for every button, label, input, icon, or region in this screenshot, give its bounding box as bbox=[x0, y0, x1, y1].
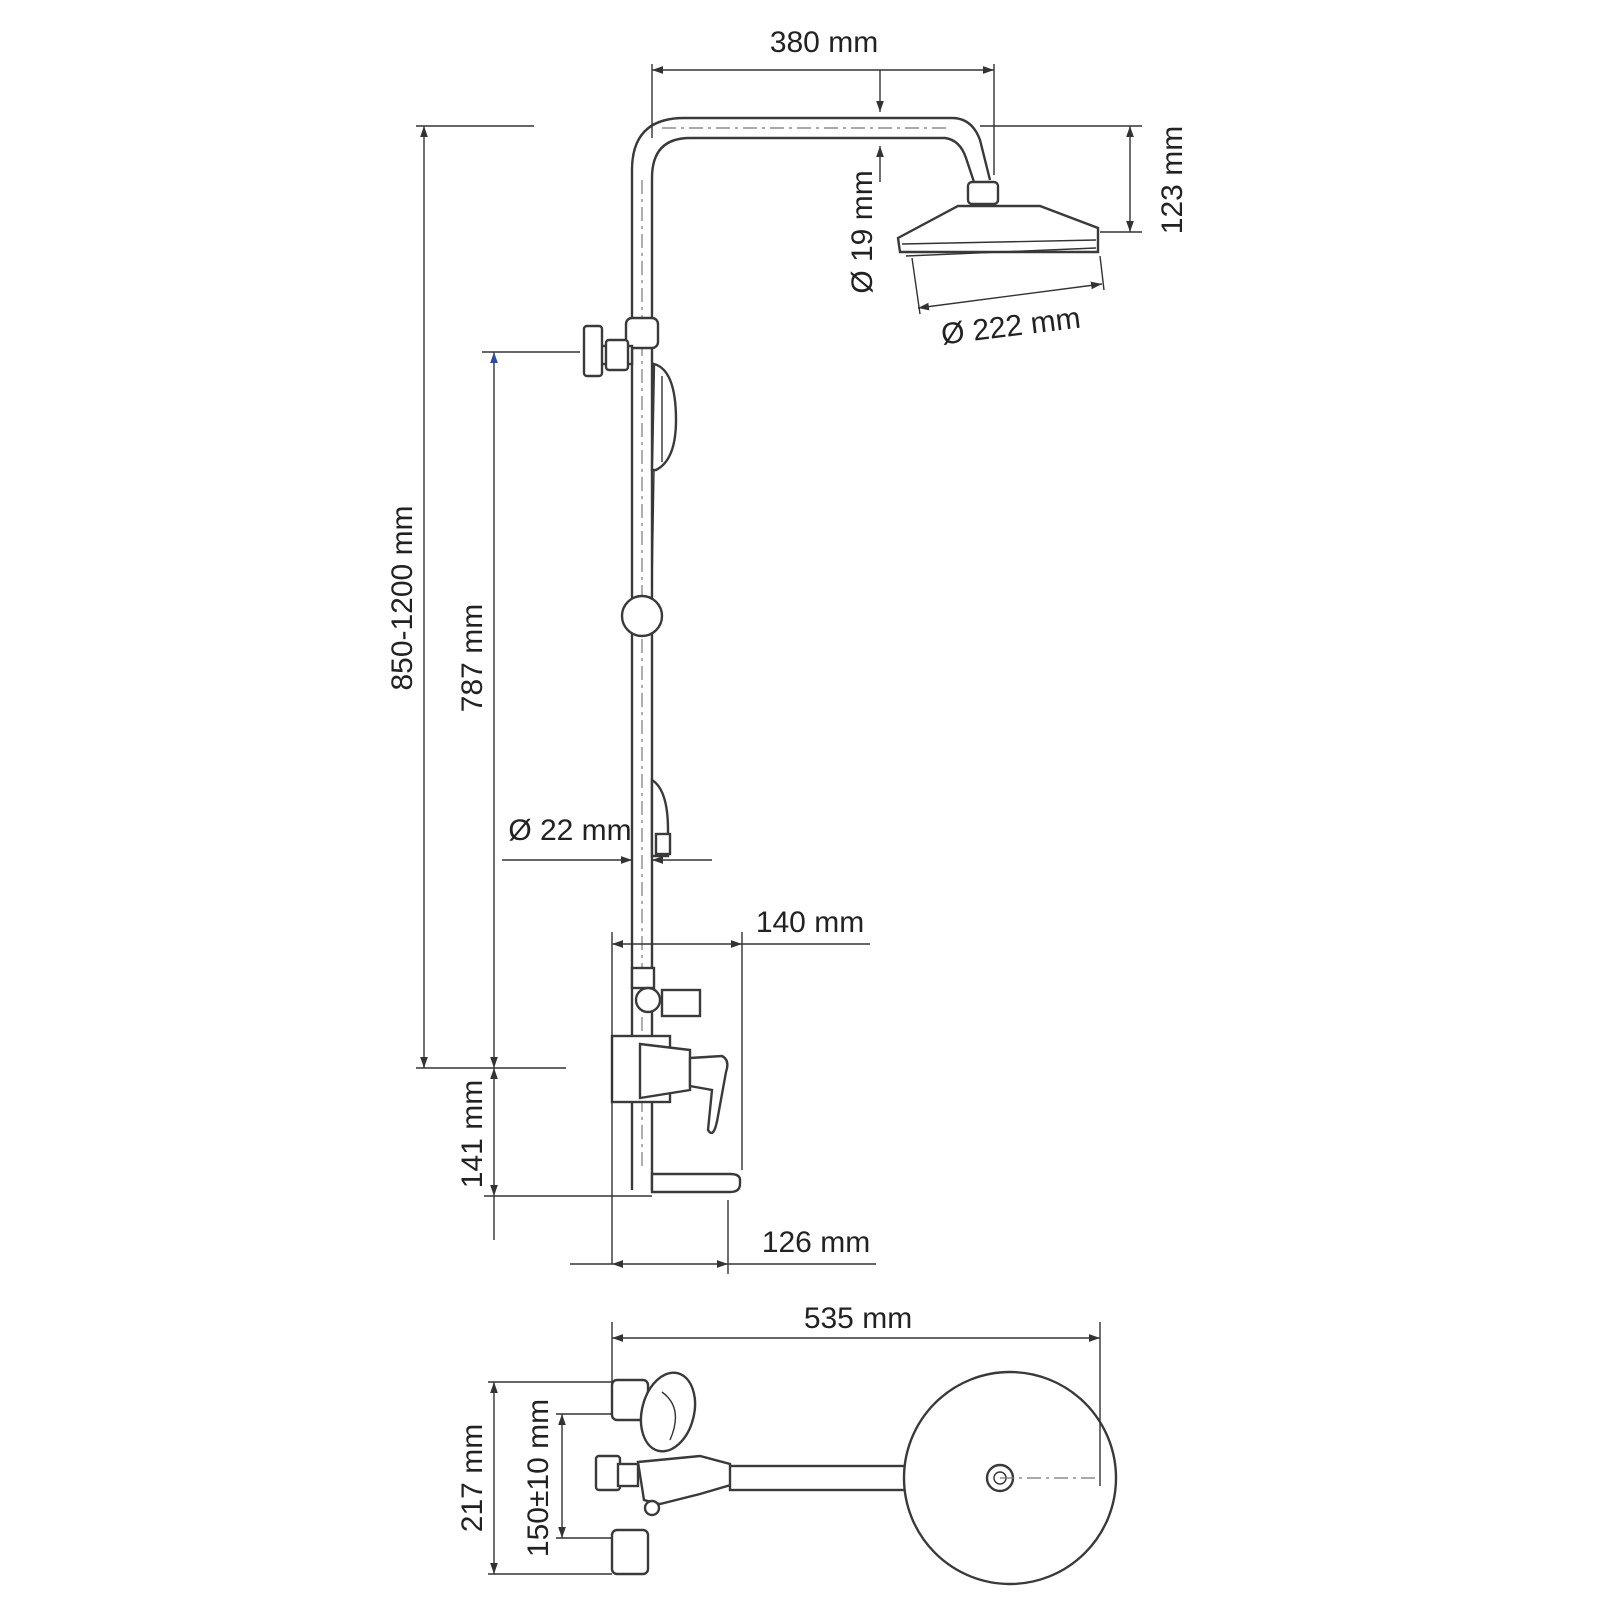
hand-shower-handle bbox=[651, 469, 655, 591]
side-view-dimensions: 380 mm 123 mm Ø 19 mm Ø 222 mm 850-1200 … bbox=[386, 26, 1189, 1274]
bottom-spout bbox=[650, 1172, 742, 1194]
dim-label-width-arm: 380 mm bbox=[770, 26, 878, 59]
dim-label-plan-width: 217 mm bbox=[456, 1424, 489, 1532]
plan-mixer-cap bbox=[643, 1499, 661, 1517]
plan-mixer-knob bbox=[594, 1454, 622, 1492]
mixer-lever bbox=[688, 1054, 729, 1135]
shower-column-plan-view bbox=[594, 1370, 1118, 1586]
dimension-line-222 bbox=[917, 281, 1103, 311]
dim-label-head-diameter: Ø 222 mm bbox=[939, 302, 1082, 352]
head-face-line bbox=[901, 239, 1097, 245]
plan-mixer-stem bbox=[616, 1462, 640, 1488]
dim-label-inlet-spacing: 150±10 mm bbox=[522, 1399, 555, 1557]
dim-label-bar-height: 787 mm bbox=[456, 604, 489, 712]
extension-222-right bbox=[1099, 255, 1105, 291]
riser-sleeve bbox=[624, 316, 660, 350]
diverter-collar bbox=[630, 966, 656, 990]
top-wall-bracket-plate bbox=[582, 324, 604, 378]
dim-label-bar-diameter: Ø 22 mm bbox=[508, 814, 631, 847]
head-bottom-edge bbox=[905, 247, 1097, 257]
dim-label-head-offset: 123 mm bbox=[1156, 126, 1189, 234]
dim-label-total-depth: 535 mm bbox=[804, 1302, 912, 1335]
top-wall-bracket-nut bbox=[604, 338, 630, 372]
plan-hand-shower-detail bbox=[661, 1391, 677, 1441]
riser-and-arm-inner bbox=[650, 136, 976, 1190]
slider-knob bbox=[620, 594, 664, 638]
hand-shower-head bbox=[650, 362, 678, 472]
dim-label-height-range: 850-1200 mm bbox=[386, 505, 419, 690]
plan-wall-plate-bottom bbox=[610, 1528, 650, 1576]
shower-column-side-view bbox=[582, 116, 1100, 1194]
ball-joint bbox=[966, 180, 1000, 206]
dim-label-arm-diameter: Ø 19 mm bbox=[846, 170, 879, 293]
dim-label-spout-depth: 126 mm bbox=[762, 1226, 870, 1259]
diverter-outlet bbox=[660, 988, 702, 1018]
plan-mixer-body bbox=[636, 1454, 736, 1506]
dim-label-mixer-height: 141 mm bbox=[456, 1080, 489, 1188]
dim-label-mixer-depth: 140 mm bbox=[756, 906, 864, 939]
diverter-knob bbox=[634, 986, 662, 1014]
plan-view-dimensions: 535 mm 217 mm 150±10 mm bbox=[456, 1302, 1101, 1575]
hose-nut bbox=[654, 832, 672, 856]
mixer-cartridge bbox=[638, 1042, 692, 1100]
plan-hand-shower bbox=[639, 1371, 697, 1453]
